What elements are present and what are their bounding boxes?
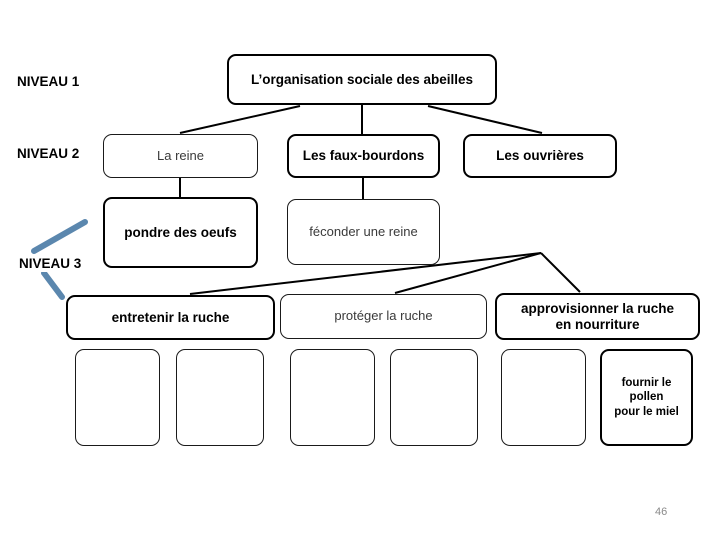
node-organisation-sociale-label: L’organisation sociale des abeilles bbox=[250, 71, 474, 87]
node-pondre-des-oeufs[interactable]: pondre des oeufs bbox=[103, 197, 258, 268]
node-les-faux-bourdons[interactable]: Les faux-bourdons bbox=[287, 134, 440, 178]
node-proteger-la-ruche-label: protéger la ruche bbox=[334, 308, 433, 324]
node-approvisionner-line-1: approvisionner la ruche bbox=[520, 301, 675, 317]
blue-marker-stroke-upper bbox=[31, 219, 88, 254]
node-les-ouvrieres[interactable]: Les ouvrières bbox=[463, 134, 617, 178]
empty-card-1[interactable] bbox=[75, 349, 160, 446]
blue-marker-stroke-lower bbox=[41, 270, 65, 300]
node-les-ouvrieres-label: Les ouvrières bbox=[496, 148, 584, 164]
page-number: 46 bbox=[655, 506, 668, 518]
node-pollen-line-1: fournir le bbox=[621, 376, 672, 389]
node-pondre-des-oeufs-label: pondre des oeufs bbox=[124, 224, 237, 240]
connector-title-to-reine bbox=[179, 105, 301, 134]
node-feconder-une-reine[interactable]: féconder une reine bbox=[287, 199, 440, 265]
node-la-reine[interactable]: La reine bbox=[103, 134, 258, 178]
node-fournir-le-pollen-label: fournir le pollen pour le miel bbox=[608, 376, 685, 419]
empty-card-3[interactable] bbox=[290, 349, 375, 446]
empty-card-5[interactable] bbox=[501, 349, 586, 446]
level-label-niveau-2: NIVEAU 2 bbox=[17, 146, 80, 161]
node-entretenir-la-ruche-label: entretenir la ruche bbox=[111, 309, 230, 325]
node-fournir-le-pollen[interactable]: fournir le pollen pour le miel bbox=[600, 349, 693, 446]
node-proteger-la-ruche[interactable]: protéger la ruche bbox=[280, 294, 487, 339]
node-entretenir-la-ruche[interactable]: entretenir la ruche bbox=[66, 295, 275, 340]
connector-ouvrieres-to-approvisionner bbox=[540, 252, 581, 293]
connector-ouvrieres-to-proteger bbox=[394, 252, 542, 294]
level-label-niveau-1: NIVEAU 1 bbox=[17, 74, 80, 89]
node-feconder-une-reine-label: féconder une reine bbox=[309, 223, 418, 239]
node-approvisionner-la-ruche[interactable]: approvisionner la ruche en nourriture bbox=[495, 293, 700, 340]
connector-title-to-ouvrieres bbox=[427, 105, 543, 134]
node-pollen-line-3: pour le miel bbox=[614, 405, 679, 418]
node-organisation-sociale[interactable]: L’organisation sociale des abeilles bbox=[227, 54, 497, 105]
connector-ouvrieres-to-entretenir bbox=[189, 252, 542, 295]
node-pollen-line-2: pollen bbox=[629, 391, 664, 404]
node-approvisionner-la-ruche-label: approvisionner la ruche en nourriture bbox=[515, 301, 680, 331]
node-la-reine-label: La reine bbox=[157, 147, 204, 163]
empty-card-4[interactable] bbox=[390, 349, 478, 446]
level-label-niveau-3: NIVEAU 3 bbox=[17, 255, 84, 272]
empty-card-2[interactable] bbox=[176, 349, 264, 446]
node-approvisionner-line-2: en nourriture bbox=[555, 316, 640, 332]
node-les-faux-bourdons-label: Les faux-bourdons bbox=[302, 148, 425, 164]
